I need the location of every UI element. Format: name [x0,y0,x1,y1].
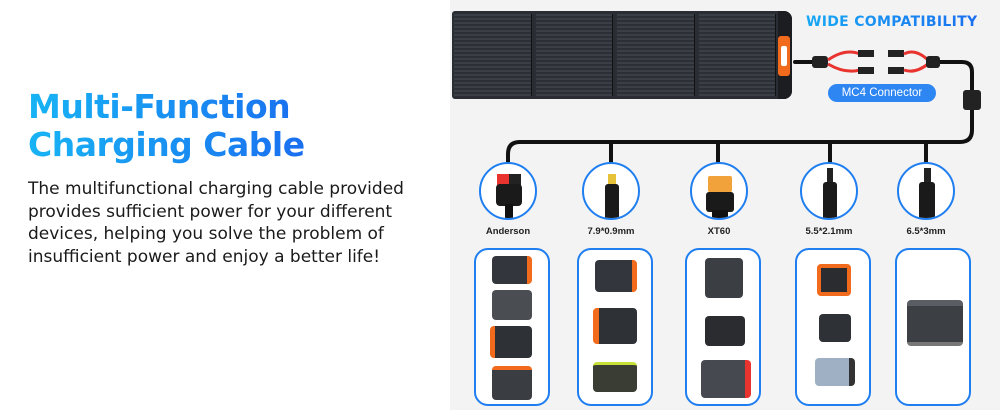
xt60-connector-icon [690,162,748,220]
solar-cell [535,14,613,96]
mc4-splitter-icon [812,50,981,110]
compatible-devices-6.5mm [895,248,971,406]
text-panel: Multi-Function Charging Cable The multif… [0,0,450,410]
description: The multifunctional charging cable provi… [28,179,404,267]
power-station-image [492,290,532,320]
panel-handle-strip [778,11,792,99]
power-station-image [817,264,851,296]
connector-label: Anderson [485,226,531,237]
power-station-image [593,362,637,392]
solar-cell [454,14,532,96]
power-station-image [593,308,637,344]
compatible-devices-xt60 [685,248,761,406]
dc-barrel-connector-icon [897,162,955,220]
connector-label: 5.5*2.1mm [805,226,853,237]
power-station-image [492,366,532,400]
orange-handle-icon [778,36,790,76]
mc4-connector-badge: MC4 Connector [828,84,936,102]
power-station-image [490,326,532,358]
solar-cell [617,14,695,96]
compatible-devices-5.5mm [795,248,871,406]
power-station-image [705,316,745,346]
power-station-image [701,360,751,398]
wide-compatibility-heading: WIDE COMPATIBILITY [806,14,978,30]
power-station-image [492,256,532,284]
power-station-image [705,258,743,298]
dc-barrel-connector-icon [582,162,640,220]
compatible-devices-7.9mm [577,248,653,406]
power-station-image [819,314,851,342]
power-station-image [907,300,963,346]
solar-cell [698,14,776,96]
power-station-image [595,260,637,292]
dc-barrel-connector-icon [800,162,858,220]
anderson-connector-icon [479,162,537,220]
solar-panel-image [452,11,792,99]
compatible-devices-anderson [474,248,550,406]
connector-label: 7.9*0.9mm [587,226,635,237]
power-station-image [815,358,855,386]
connector-label: 6.5*3mm [906,226,946,237]
connector-label: XT60 [707,226,731,237]
